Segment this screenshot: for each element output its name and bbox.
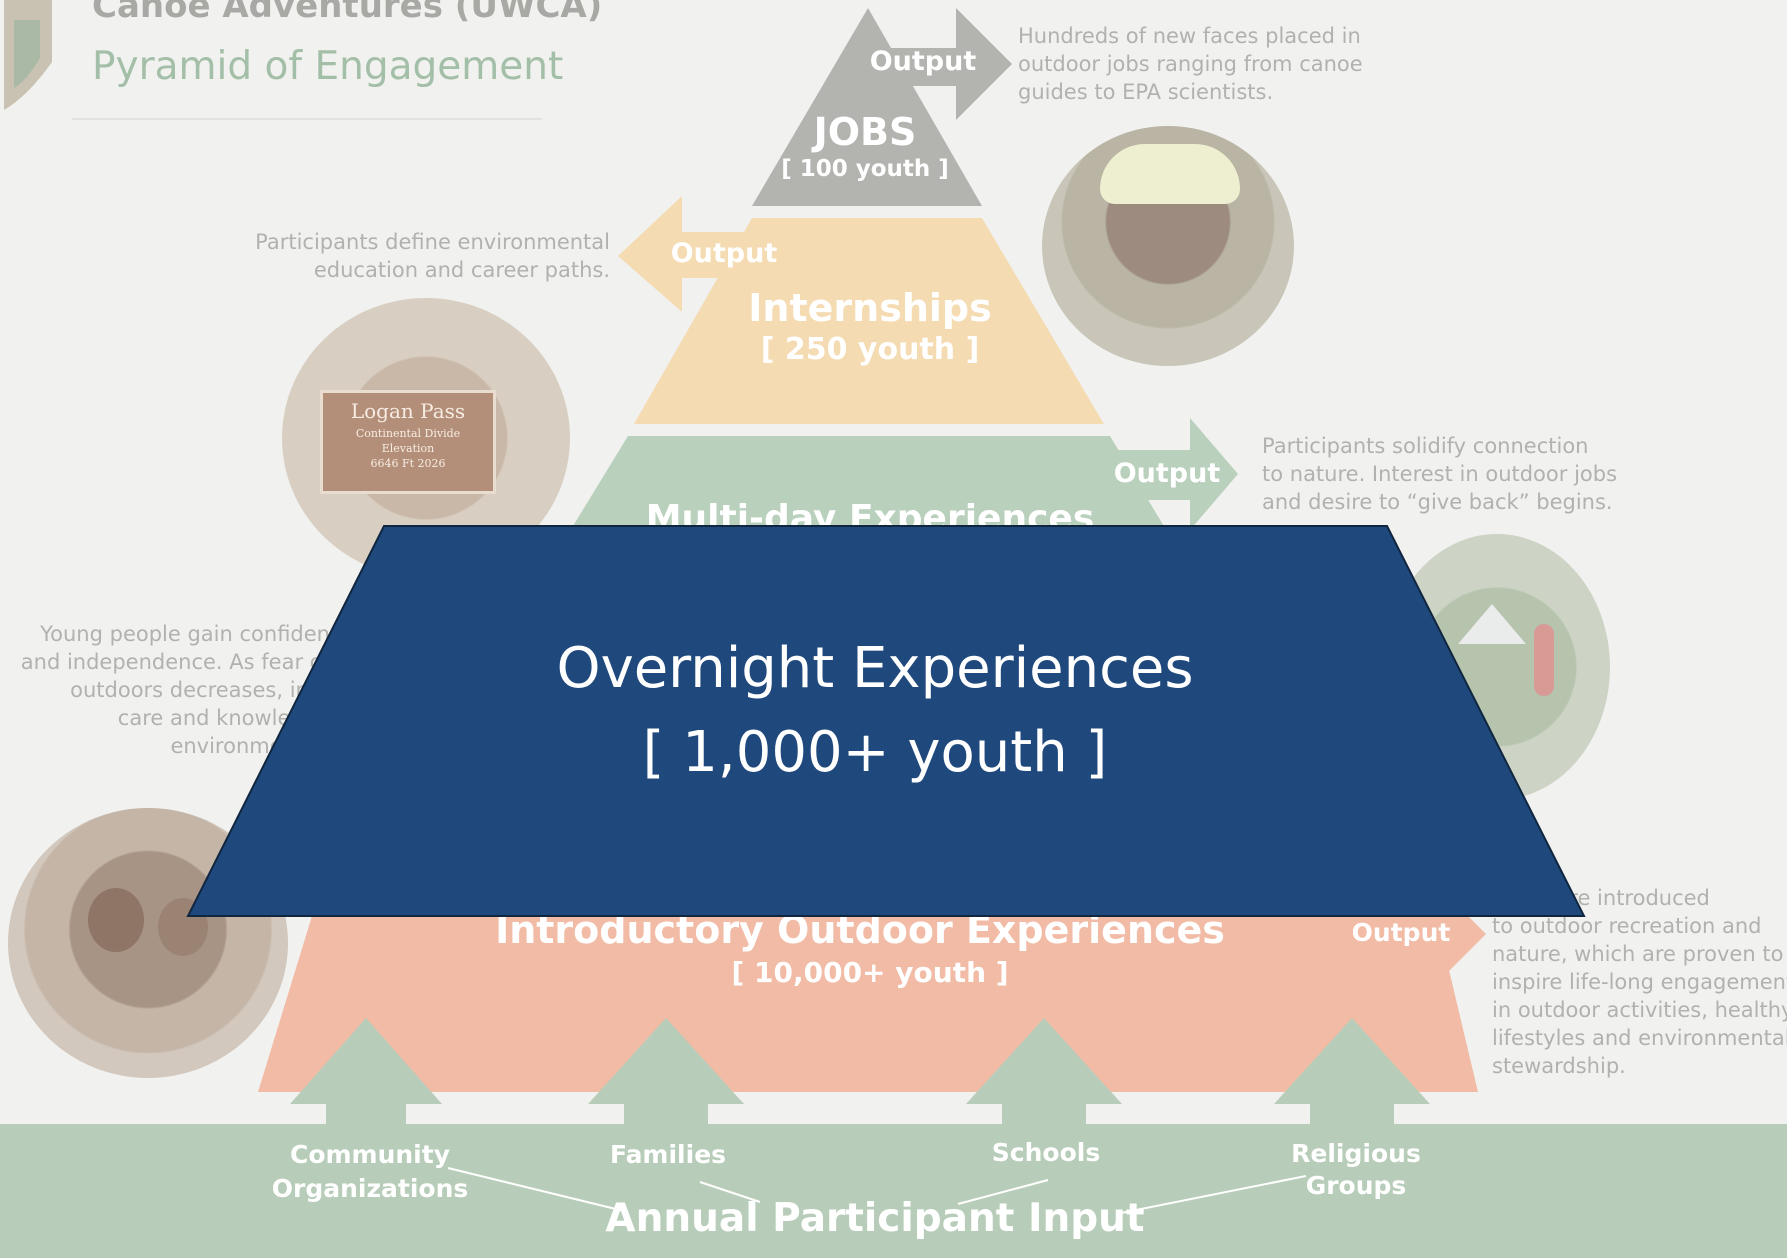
jobs-description: Hundreds of new faces placed in outdoor …: [1018, 22, 1363, 106]
input-source-label: Community: [289, 1140, 451, 1169]
input-source-label: Organizations: [271, 1174, 469, 1203]
jobs-description-line: Hundreds of new faces placed in: [1018, 24, 1361, 48]
multiday-description: Participants solidify connection to natu…: [1262, 432, 1617, 516]
sign-text: Elevation: [381, 442, 435, 455]
jobs-output-arrow: [860, 8, 1012, 120]
internships-description: Participants define environmental educat…: [200, 228, 610, 284]
multiday-description-line: Participants solidify connection: [1262, 434, 1589, 458]
jobs-label: JOBS: [813, 110, 917, 154]
person-shape: [1534, 624, 1554, 696]
input-arrow-families: [588, 1018, 744, 1140]
introductory-description-line: stewardship.: [1492, 1054, 1626, 1078]
photo-jobs-guide: [1042, 126, 1294, 366]
tent-shape: [1458, 604, 1526, 644]
sign-text: Logan Pass: [350, 399, 466, 423]
overnight-focus-label: Overnight Experiences: [556, 636, 1194, 701]
input-source-label: Religious: [1291, 1139, 1421, 1168]
multiday-description-line: to nature. Interest in outdoor jobs: [1262, 462, 1618, 486]
overnight-description-line: outdoors decreases, inte: [70, 678, 330, 702]
overnight-description-line: and independence. As fear of: [20, 650, 330, 674]
input-arrow-community: [290, 1018, 442, 1140]
overnight-description-line: Young people gain confiden: [40, 622, 330, 646]
jobs-count: [ 100 youth ]: [781, 156, 949, 182]
connector-families: [699, 1181, 761, 1203]
sign-board: Logan Pass Continental Divide Elevation …: [320, 390, 496, 494]
jobs-tier: [752, 8, 982, 206]
header-divider: [72, 118, 542, 120]
sign-text: 6646 Ft 2026: [370, 457, 446, 470]
input-caption: Annual Participant Input: [605, 1196, 1145, 1241]
input-source-schools: Schools: [991, 1138, 1101, 1167]
introductory-description-line: to outdoor recreation and: [1492, 914, 1762, 938]
internships-count: [ 250 youth ]: [760, 332, 980, 367]
input-source-religious: Religious Groups: [1276, 1138, 1436, 1202]
introductory-count: [ 10,000+ youth ]: [731, 956, 1009, 989]
multiday-output-label: Output: [1113, 458, 1221, 489]
multiday-output-arrow: [1110, 418, 1238, 530]
input-arrow-religious: [1274, 1018, 1430, 1140]
introductory-tier: [258, 890, 1478, 1092]
sign-text: Continental Divide: [355, 427, 461, 440]
page-subtitle: Pyramid of Engagement: [92, 44, 564, 89]
input-band: [0, 1124, 1787, 1258]
internships-description-line: Participants define environmental: [255, 230, 610, 254]
face-shape: [88, 888, 144, 952]
internships-output-arrow: [618, 196, 770, 312]
internships-description-line: education and career paths.: [313, 258, 610, 282]
introductory-description-line: nature, which are proven to: [1492, 942, 1784, 966]
multiday-description-line: and desire to “give back” begins.: [1262, 490, 1613, 514]
connector-religious: [1115, 1175, 1307, 1215]
introductory-description-line: inspire life-long engagement: [1492, 970, 1787, 994]
input-arrow-schools: [966, 1018, 1122, 1140]
cap-shape: [1100, 144, 1240, 204]
connector-community: [447, 1167, 629, 1213]
page-title: Canoe Adventures (UWCA): [92, 0, 603, 26]
introductory-description-line: lifestyles and environmental: [1492, 1026, 1787, 1050]
jobs-description-line: guides to EPA scientists.: [1018, 80, 1274, 104]
input-source-community: Community Organizations: [270, 1138, 470, 1206]
overnight-focus-count: [ 1,000+ youth ]: [642, 720, 1108, 785]
agency-logo: [4, 0, 52, 110]
connector-schools: [957, 1179, 1049, 1205]
introductory-description-line: in outdoor activities, healthy: [1492, 998, 1787, 1022]
jobs-output-label: Output: [869, 46, 977, 77]
input-source-families: Families: [609, 1140, 727, 1169]
input-source-label: Groups: [1305, 1171, 1407, 1200]
internships-label: Internships: [748, 286, 992, 330]
overnight-description: Young people gain confiden and independe…: [0, 620, 330, 760]
jobs-description-line: outdoor jobs ranging from canoe: [1018, 52, 1363, 76]
internships-output-label: Output: [670, 238, 778, 269]
introductory-output-label: Output: [1351, 918, 1451, 947]
